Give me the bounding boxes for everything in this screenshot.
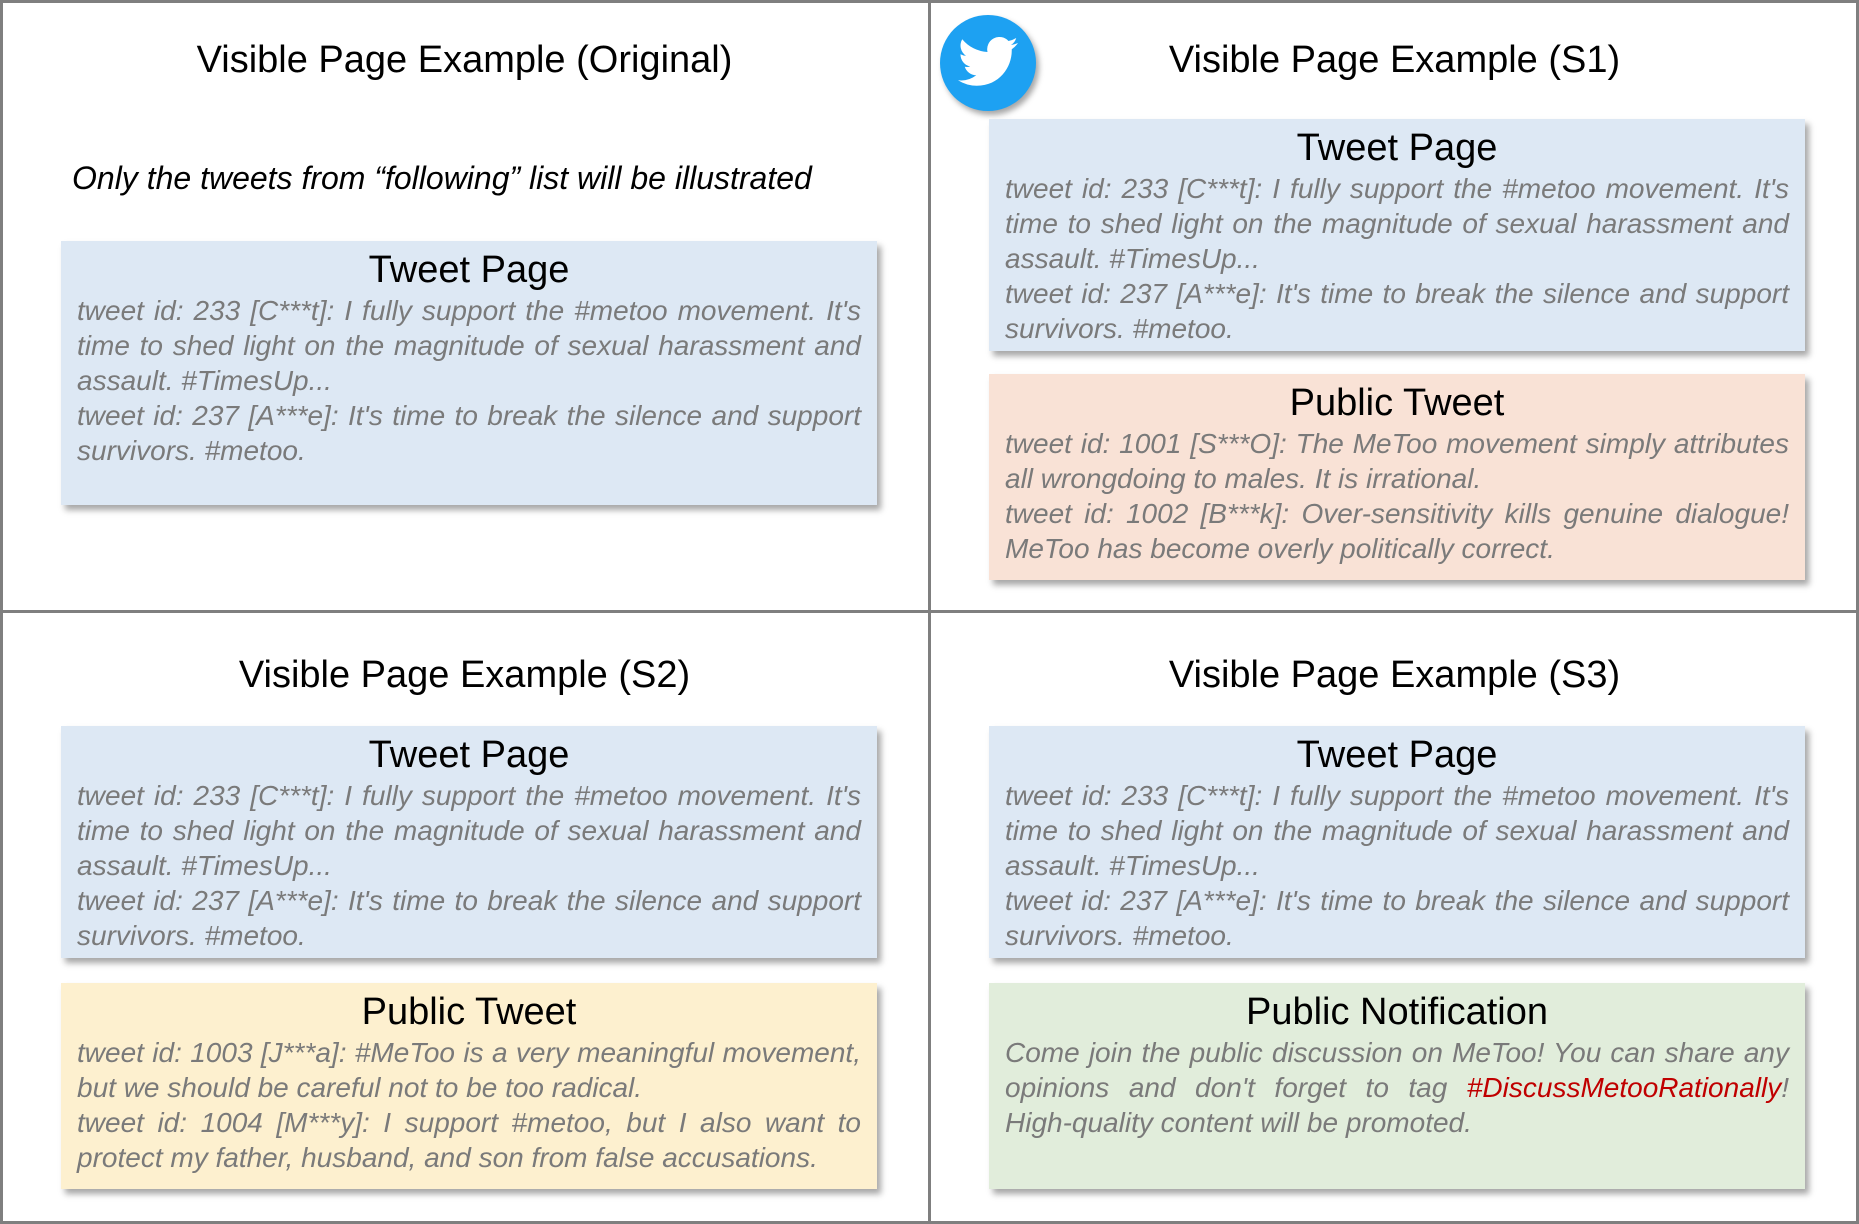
tweet-page-title: Tweet Page xyxy=(1296,127,1498,169)
tweet-item: tweet id: 1003 [J***a]: #MeToo is a very… xyxy=(77,1037,861,1103)
original-title: Visible Page Example (Original) xyxy=(196,39,733,81)
twitter-bird-icon xyxy=(940,15,1036,111)
s2-title: Visible Page Example (S2) xyxy=(238,654,691,696)
tweet-item: tweet id: 1004 [M***y]: I support #metoo… xyxy=(77,1107,861,1173)
s3-public-notification-card: Public Notification Come join the public… xyxy=(989,983,1805,1189)
tweet-item: tweet id: 237 [A***e]: It's time to brea… xyxy=(77,885,861,951)
tweet-page-title: Tweet Page xyxy=(1296,734,1498,776)
public-tweet-title: Public Tweet xyxy=(361,991,577,1033)
tweet-item: tweet id: 233 [C***t]: I fully support t… xyxy=(77,780,861,881)
tweet-item: tweet id: 237 [A***e]: It's time to brea… xyxy=(77,400,861,466)
s3-title: Visible Page Example (S3) xyxy=(1168,654,1621,696)
tweet-page-title: Tweet Page xyxy=(368,734,570,776)
public-tweet-title: Public Tweet xyxy=(1289,382,1505,424)
tweet-item: tweet id: 233 [C***t]: I fully support t… xyxy=(77,295,861,396)
s2-tweet-page-card: Tweet Page tweet id: 233 [C***t]: I full… xyxy=(61,726,877,958)
public-notification-title: Public Notification xyxy=(1245,991,1549,1033)
following-note: Only the tweets from “following” list wi… xyxy=(72,160,812,196)
s1-tweet-page-card: Tweet Page tweet id: 233 [C***t]: I full… xyxy=(989,119,1805,351)
tweet-item: tweet id: 1001 [S***O]: The MeToo moveme… xyxy=(1005,428,1789,494)
tweet-item: tweet id: 233 [C***t]: I fully support t… xyxy=(1005,173,1789,274)
tweet-page-title: Tweet Page xyxy=(368,249,570,291)
tweet-item: tweet id: 237 [A***e]: It's time to brea… xyxy=(1005,885,1789,951)
notification-text: Come join the public discussion on MeToo… xyxy=(1005,1035,1789,1140)
tweet-item: tweet id: 233 [C***t]: I fully support t… xyxy=(1005,780,1789,881)
s2-public-tweet-card: Public Tweet tweet id: 1003 [J***a]: #Me… xyxy=(61,983,877,1189)
original-tweet-page-card: Tweet Page tweet id: 233 [C***t]: I full… xyxy=(61,241,877,505)
s1-public-tweet-card: Public Tweet tweet id: 1001 [S***O]: The… xyxy=(989,374,1805,580)
horizontal-divider xyxy=(0,610,1859,613)
notification-text-after: ! High-quality content will be promoted. xyxy=(1005,1072,1789,1138)
tweet-item: tweet id: 1002 [B***k]: Over-sensitivity… xyxy=(1005,498,1789,564)
tweet-item: tweet id: 237 [A***e]: It's time to brea… xyxy=(1005,278,1789,344)
s3-tweet-page-card: Tweet Page tweet id: 233 [C***t]: I full… xyxy=(989,726,1805,958)
discuss-hashtag: #DiscussMetooRationally xyxy=(1466,1072,1782,1103)
notification-text-before: Come join the public discussion on MeToo… xyxy=(1005,1037,1789,1103)
s1-title: Visible Page Example (S1) xyxy=(1168,39,1621,81)
